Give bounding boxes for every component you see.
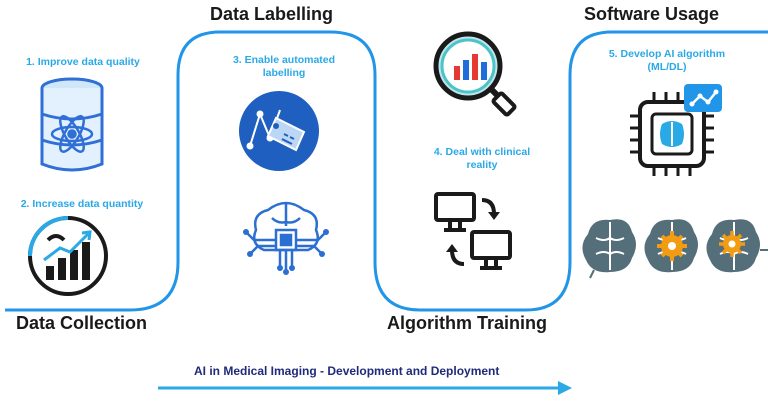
step-2-label: 2. Increase data quantity bbox=[20, 198, 144, 210]
database-atom-icon bbox=[40, 77, 104, 172]
stage-title-software-usage: Software Usage bbox=[584, 4, 720, 24]
step-5-label: 5. Develop AI algorithm(ML/DL) bbox=[608, 48, 726, 73]
growth-chart-icon bbox=[28, 216, 108, 296]
stage-title-algorithm-training: Algorithm Training bbox=[387, 313, 547, 333]
stage-title-data-collection: Data Collection bbox=[16, 313, 148, 333]
magnifier-chart-icon bbox=[433, 31, 517, 117]
monitor-sync-icon bbox=[434, 192, 512, 270]
footer-caption: AI in Medical Imaging - Development and … bbox=[194, 364, 500, 378]
stage-title-data-labelling: Data Labelling bbox=[210, 4, 334, 24]
ai-tag-icon bbox=[239, 91, 319, 171]
brain-circuit-icon bbox=[243, 201, 329, 275]
timeline-arrow bbox=[158, 381, 572, 395]
step-1-label: 1. Improve data quality bbox=[26, 56, 140, 68]
ai-chip-icon bbox=[630, 84, 722, 176]
brain-gear-icon bbox=[581, 218, 768, 279]
